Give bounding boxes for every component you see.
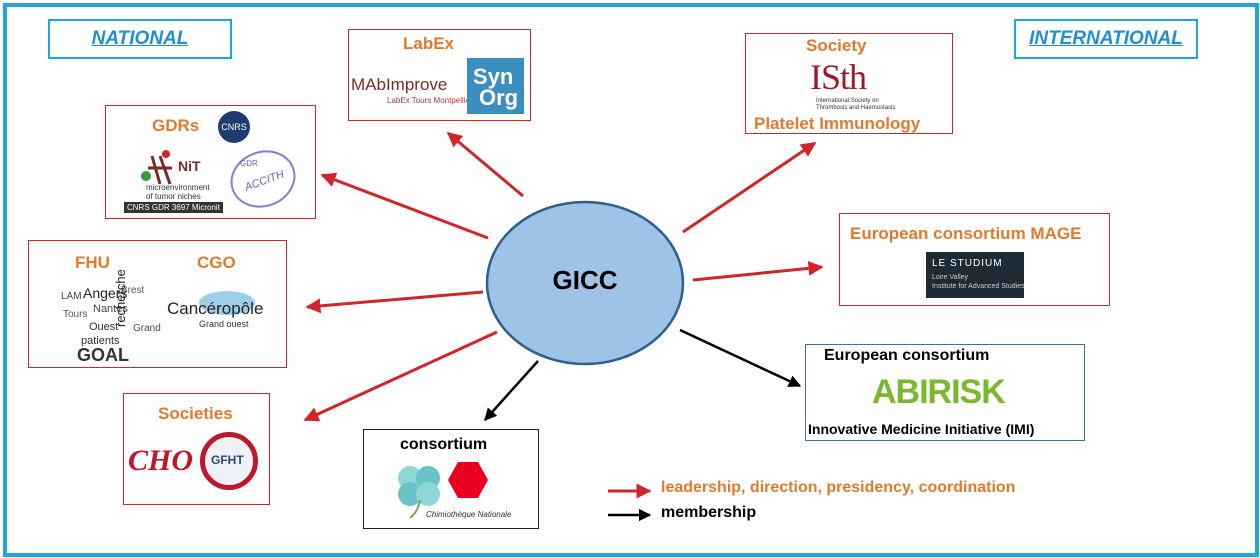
arrow-to-fhu — [305, 290, 484, 314]
arrow-to-societies — [303, 330, 498, 422]
consortium-title: consortium — [400, 436, 488, 453]
mage-box: European consortium MAGE LE STUDIUM Loir… — [839, 213, 1110, 306]
isth-sub1: International Society on — [816, 98, 879, 104]
le-studium-sub2: Institute for Advanced Studies — [932, 283, 1025, 290]
gfht-logo: GFHT — [200, 432, 258, 490]
abirisk-title: European consortium — [824, 347, 990, 364]
isth-logo: ISth — [810, 57, 867, 97]
gdrs-title: GDRs — [152, 116, 200, 135]
nit-logo: NiT — [178, 158, 201, 174]
cloud-word-brest: Brest — [121, 285, 145, 296]
cloud-word-patients: patients — [81, 335, 120, 347]
cloud-word-tours: Tours — [63, 309, 88, 320]
cgo-title: CGO — [197, 253, 236, 272]
national-tag: NATIONAL — [48, 19, 232, 59]
synorg-logo: Syn Org — [467, 58, 524, 114]
cloud-word-grand: Grand — [133, 323, 161, 334]
cho-logo: CHO — [128, 444, 194, 477]
gdr-label: GDR — [240, 159, 258, 168]
canceropole-swoosh-icon — [199, 291, 255, 315]
cloud-word-ouest: Ouest — [89, 321, 119, 333]
gfht-label: GFHT — [211, 453, 244, 467]
le-studium-label: LE STUDIUM — [932, 258, 1003, 269]
legend-leadership-label: leadership, direction, presidency, coord… — [661, 479, 1016, 496]
arrow-to-mage — [692, 260, 824, 282]
mage-title: European consortium MAGE — [850, 224, 1082, 243]
nit-figure-icon — [138, 148, 178, 188]
cnrs-logo: CNRS — [218, 111, 250, 143]
gdrs-box: GDRs CNRS NiT microenvironment of tumor … — [105, 105, 316, 219]
abirisk-logo: ABIRISK — [872, 373, 1006, 411]
societies-box: Societies CHO GFHT — [123, 393, 270, 505]
nit-sub1: microenvironment — [146, 183, 210, 192]
arrow-to-consortium — [484, 360, 539, 421]
cloud-word-lam: LAM — [61, 291, 82, 302]
fhu-title: FHU — [75, 253, 110, 272]
micronit-label: CNRS GDR 3697 Micronit — [124, 202, 223, 213]
cloud-word-nantes: Nantes — [93, 303, 128, 315]
gicc-label: GICC — [552, 265, 618, 295]
cloud-word-goal: GOAL — [77, 345, 129, 365]
accith-logo: GDR ACCITH — [222, 141, 304, 217]
cloud-word-angers: Angers — [83, 285, 128, 301]
mabimprove-sub: LabEx Tours Montpellier — [387, 96, 473, 105]
fhu-word-cloud: LAM Angers Brest Nantes Tours Ouest pati… — [33, 269, 165, 365]
le-studium-logo: LE STUDIUM Loire Valley Institute for Ad… — [926, 252, 1025, 298]
fhu-cgo-box: FHU CGO LAM Angers Brest Nantes Tours Ou… — [28, 240, 287, 368]
consortium-box: consortium Chimiothèque Nationale — [363, 429, 539, 529]
chimio-label: Chimiothèque Nationale — [426, 510, 512, 519]
clover-icon — [392, 460, 452, 520]
legend-membership-label: membership — [661, 504, 757, 521]
platelet-immunology-label: Platelet Immunology — [754, 114, 921, 133]
society-title: Society — [806, 36, 867, 55]
canceropole-sub: Grand ouest — [199, 319, 249, 329]
arrow-to-society — [682, 141, 817, 234]
labex-box: LabEx MAbImprove LabEx Tours Montpellier… — [348, 29, 531, 121]
abirisk-sub: Innovative Medicine Initiative (IMI) — [808, 421, 1035, 437]
arrow-to-labex — [446, 131, 524, 198]
canceropole-logo: Cancéropôle — [167, 299, 264, 318]
mabimprove-logo: MAbImprove — [351, 75, 448, 94]
cloud-word-recherche: recherche — [113, 269, 128, 327]
outer-frame — [3, 3, 1259, 557]
abirisk-box: European consortium ABIRISK Innovative M… — [805, 344, 1085, 441]
society-box: Society ISth International Society on Th… — [745, 33, 953, 134]
arrow-to-gdrs — [320, 172, 489, 240]
isth-sub2: Thrombosis and Haemostasis — [816, 105, 896, 111]
gicc-ellipse — [485, 200, 685, 366]
societies-title: Societies — [158, 404, 233, 423]
le-studium-sub1: Loire Valley — [932, 274, 969, 281]
labex-title: LabEx — [403, 34, 455, 53]
nit-sub2: of tumor niches — [146, 192, 201, 201]
arrow-to-abirisk — [679, 328, 802, 388]
international-tag: INTERNATIONAL — [1014, 19, 1198, 59]
